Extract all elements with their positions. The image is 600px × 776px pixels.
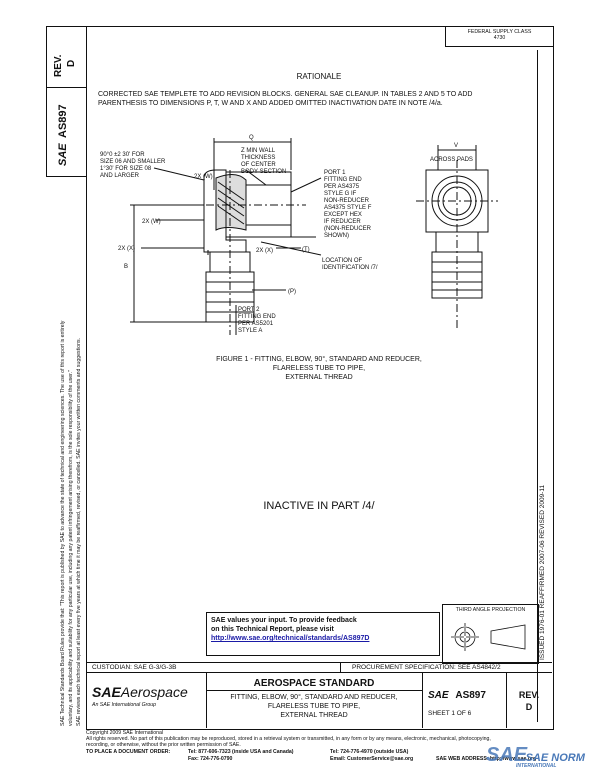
port1-line-8: IF REDUCER [324, 219, 361, 225]
tel-outside-usa: Tel: 724-776-4970 (outside USA) [330, 749, 409, 755]
dim-v-label: V [454, 143, 458, 149]
rev-header-label: REV. [53, 54, 64, 77]
title-desc-2: FLARELESS TUBE TO PIPE, [267, 703, 361, 710]
port2-line-3: PER AS5201 [238, 321, 274, 327]
supply-class-box: FEDERAL SUPPLY CLASS 4730 [445, 26, 553, 47]
feedback-box: SAE values your input. To provide feedba… [206, 612, 440, 656]
fitting-elbow-drawing: 90°0 ±2 30' FOR SIZE 06 AND SMALLER 1°30… [100, 135, 498, 335]
port1-line-4: STYLE G IF [324, 191, 357, 197]
logo-subtitle: An SAE International Group [92, 702, 157, 708]
drawing-frame [86, 26, 554, 730]
rev-value: D [525, 702, 533, 712]
logo-sae: SAE [92, 684, 121, 700]
supply-class-line2: 4730 [493, 35, 506, 42]
angle-label-4: AND LARGER [100, 173, 140, 179]
projection-symbol-icon [451, 623, 526, 652]
watermark-sae: SAE [486, 744, 528, 766]
angle-label-3: 1°30' FOR SIZE 08 [100, 166, 152, 172]
rev-header-box: REV. D [46, 26, 87, 88]
sae-header-logo: SAE [57, 143, 69, 166]
port1-line-2: FITTING END [324, 177, 362, 183]
figure-caption-2: FLARELESS TUBE TO PIPE, [272, 365, 366, 372]
customer-email[interactable]: Email: CustomerService@sae.org [330, 756, 414, 762]
port1-line-10: SHOWN) [324, 233, 349, 239]
projection-box: THIRD ANGLE PROJECTION [442, 604, 539, 664]
port2-line-1: PORT 2 [238, 307, 260, 313]
custodian-label: CUSTODIAN: SAE G-3/G-3B [92, 664, 177, 671]
projection-label: THIRD ANGLE PROJECTION [455, 607, 526, 613]
supply-class-line1: FEDERAL SUPPLY CLASS [467, 29, 532, 35]
doc-number: AS897 [455, 690, 486, 701]
procurement-spec: PROCUREMENT SPECIFICATION: SEE AS4842/2 [352, 664, 501, 671]
angle-label-2: SIZE 06 AND SMALLER [100, 159, 166, 165]
sae-web-address[interactable]: SAE WEB ADDRESS: http://www.sae.org [436, 756, 537, 762]
title-desc-3: EXTERNAL THREAD [280, 712, 348, 719]
sheet-number: SHEET 1 OF 6 [428, 710, 472, 717]
right-margin-divider [537, 50, 538, 722]
title-desc-1: FITTING, ELBOW, 90°, STANDARD AND REDUCE… [230, 694, 398, 701]
sae-norm-watermark: SAE SAE NORM INTERNATIONAL [486, 744, 585, 769]
feedback-line-2: on this Technical Report, please visit [211, 626, 334, 633]
sae-aerospace-logo: SAEAerospace An SAE International Group [92, 684, 188, 708]
tel-inside-usa: Tel: 877-606-7323 (inside USA and Canada… [188, 749, 294, 755]
z-label-4: BODY SECTION [241, 169, 286, 175]
doc-sae-mark: SAE [428, 690, 449, 701]
inactive-notice: INACTIVE IN PART /4/ [263, 500, 375, 512]
figure-caption-3: EXTERNAL THREAD [285, 374, 353, 381]
logo-aerospace: Aerospace [120, 684, 188, 700]
across-pads-label: ACROSS PADS [430, 157, 473, 163]
port2-line-4: STYLE A [238, 328, 262, 334]
z-label-3: OF CENTER [241, 162, 276, 168]
left-margin-notice-1: SAE Technical Standards Board Rules prov… [60, 320, 66, 726]
dim-q-label: Q [249, 135, 254, 141]
watermark-norm: SAE NORM [525, 752, 585, 764]
doc-header-number: AS897 [57, 104, 69, 138]
dim-2x-x-bottom: 2X (X) [256, 248, 273, 254]
location-label-2: IDENTIFICATION /7/ [322, 265, 378, 271]
rev-label: REV. [518, 690, 540, 700]
dim-b-label: B [124, 264, 128, 270]
dim-2x-w: 2X (W) [142, 219, 161, 225]
order-label: TO PLACE A DOCUMENT ORDER: [86, 749, 171, 755]
rationale-line-2: PARENTHESIS TO DIMENSIONS P, T, W AND X … [98, 100, 443, 107]
feedback-line-1: SAE values your input. To provide feedba… [211, 617, 357, 624]
dim-t-label: (T) [302, 247, 310, 253]
left-margin-notice-3: SAE reviews each technical report at lea… [76, 338, 82, 726]
rationale-title: RATIONALE [296, 72, 342, 81]
recording-line: recording, or otherwise, without the pri… [86, 742, 241, 748]
port2-line-2: FITTING END [238, 314, 276, 320]
port1-line-6: AS4375 STYLE F [324, 205, 372, 211]
figure-caption-1: FIGURE 1 - FITTING, ELBOW, 90°, STANDARD… [216, 356, 422, 363]
port1-line-7: EXCEPT HEX [324, 212, 362, 218]
dim-2x-x-left: 2X (X) [118, 246, 135, 252]
feedback-url-link[interactable]: http://www.sae.org/technical/standards/A… [211, 635, 370, 642]
port1-line-5: NON-REDUCER [324, 198, 370, 204]
left-margin-notice-2: voluntary, and its applicability and sui… [68, 370, 74, 726]
location-label-1: LOCATION OF [322, 258, 363, 264]
copyright-line: Copyright 2009 SAE International [86, 730, 163, 736]
rights-line: All rights reserved. No part of this pub… [86, 736, 491, 742]
port1-line-1: PORT 1 [324, 170, 346, 176]
fax-number: Fax: 724-776-0790 [188, 756, 233, 762]
doc-header-box: SAE AS897 [46, 86, 87, 177]
aerospace-standard-title: AEROSPACE STANDARD [253, 678, 375, 689]
angle-label-1: 90°0 ±2 30' FOR [100, 152, 145, 158]
rationale-line-1: CORRECTED SAE TEMPLETE TO ADD REVISION B… [98, 91, 473, 98]
z-label-2: THICKNESS [241, 155, 275, 161]
dim-2x-w-top: 2X (W) [194, 174, 213, 180]
rev-header-value: D [66, 59, 77, 67]
port1-line-3: PER AS4375 [324, 184, 360, 190]
dim-p-label: (P) [288, 289, 296, 295]
z-label-1: Z MIN WALL [241, 148, 276, 154]
port1-line-9: (NON-REDUCER [324, 226, 372, 232]
doc-number-cell: SAE AS897 [428, 690, 486, 701]
issue-dates: ISSUED 1976-01 REAFFIRMED 2007-06 REVISE… [539, 484, 546, 660]
watermark-sub: INTERNATIONAL [516, 763, 557, 769]
